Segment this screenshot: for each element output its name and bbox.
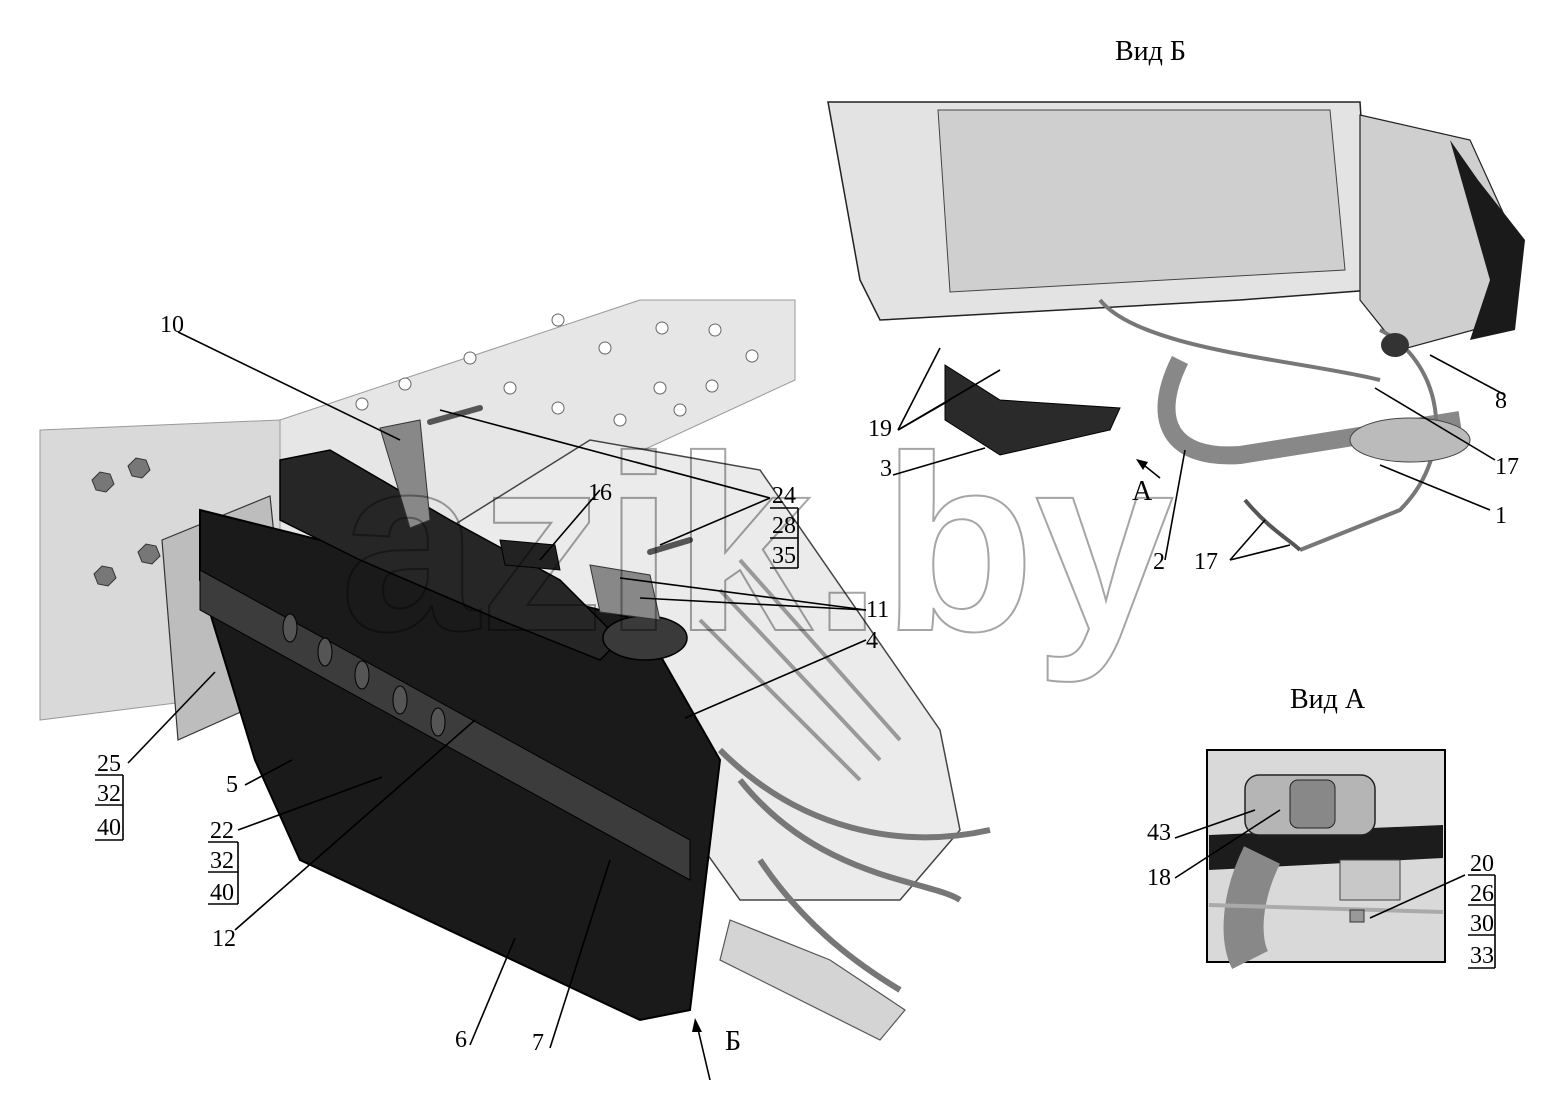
stack-25-line-2: 32 xyxy=(97,781,121,807)
callout-43: 43 xyxy=(1147,820,1171,846)
callout-11: 11 xyxy=(866,597,889,623)
frame-nuts xyxy=(91,457,161,587)
hoses xyxy=(717,747,991,993)
stack-20-line-2: 26 xyxy=(1470,881,1494,907)
view-b-dark-bracket xyxy=(1450,140,1525,340)
leader-lines xyxy=(95,331,1506,1049)
view-a-title: Вид А xyxy=(1290,684,1366,715)
stack-22-line-3: 40 xyxy=(210,880,234,906)
view-b xyxy=(827,101,1525,552)
bracket-10 xyxy=(379,419,431,529)
callout-19: 19 xyxy=(868,416,892,442)
stack-24-line-1: 24 xyxy=(772,483,796,509)
callout-7: 7 xyxy=(532,1030,544,1056)
stack-25-line-1: 25 xyxy=(97,751,121,777)
callout-18: 18 xyxy=(1147,865,1171,891)
callout-16: 16 xyxy=(588,480,612,506)
bracket-11 xyxy=(589,564,661,621)
bracket-16 xyxy=(499,539,561,571)
watermark-text: azik.by xyxy=(340,404,1174,683)
callout-17-right: 17 xyxy=(1495,454,1519,480)
callout-2: 2 xyxy=(1153,549,1165,575)
view-a-bracket xyxy=(1339,859,1401,901)
callout-5: 5 xyxy=(226,772,238,798)
callout-1: 1 xyxy=(1495,503,1507,529)
callout-6: 6 xyxy=(455,1027,467,1053)
view-a-pipe xyxy=(1223,846,1281,969)
view-b-bracket-3 xyxy=(944,364,1121,456)
arrow-a-letter: А xyxy=(1132,476,1153,507)
view-b-fitting xyxy=(1381,333,1409,357)
stack-24-line-3: 35 xyxy=(772,543,796,569)
frame-holes xyxy=(355,313,759,427)
arrow-a-indicator: А xyxy=(1132,459,1161,507)
callout-10: 10 xyxy=(160,312,184,338)
view-a xyxy=(1206,749,1446,969)
view-a-nut xyxy=(1349,909,1365,923)
view-b-title: Вид Б xyxy=(1115,36,1186,67)
view-b-muffler xyxy=(1349,417,1471,463)
stack-25-line-3: 40 xyxy=(97,815,121,841)
callout-4: 4 xyxy=(866,628,878,654)
heater-ribs xyxy=(698,558,902,782)
plate-holes xyxy=(282,613,446,737)
stack-20-line-3: 30 xyxy=(1470,911,1494,937)
stack-20-line-4: 33 xyxy=(1470,943,1494,969)
callouts: 10 16 11 4 5 12 6 7 8 17 1 2 17 19 3 43 … xyxy=(97,312,1519,1056)
view-a-clamp-cylinder xyxy=(1289,779,1336,829)
arrow-b-indicator: Б xyxy=(692,1018,741,1081)
stack-22-line-2: 32 xyxy=(210,848,234,874)
bolts xyxy=(427,405,693,555)
stack-22-line-1: 22 xyxy=(210,818,234,844)
stack-24-line-2: 28 xyxy=(772,513,796,539)
callout-8: 8 xyxy=(1495,388,1507,414)
stack-20-line-1: 20 xyxy=(1470,851,1494,877)
main-view xyxy=(39,299,991,1041)
view-b-tank-inner xyxy=(937,109,1346,293)
callout-12: 12 xyxy=(212,926,236,952)
callout-17-bottom: 17 xyxy=(1194,549,1218,575)
callout-3: 3 xyxy=(880,456,892,482)
arrow-b-letter: Б xyxy=(725,1026,741,1057)
view-a-rod xyxy=(1208,903,1444,914)
exhaust-pipe xyxy=(719,919,906,1041)
